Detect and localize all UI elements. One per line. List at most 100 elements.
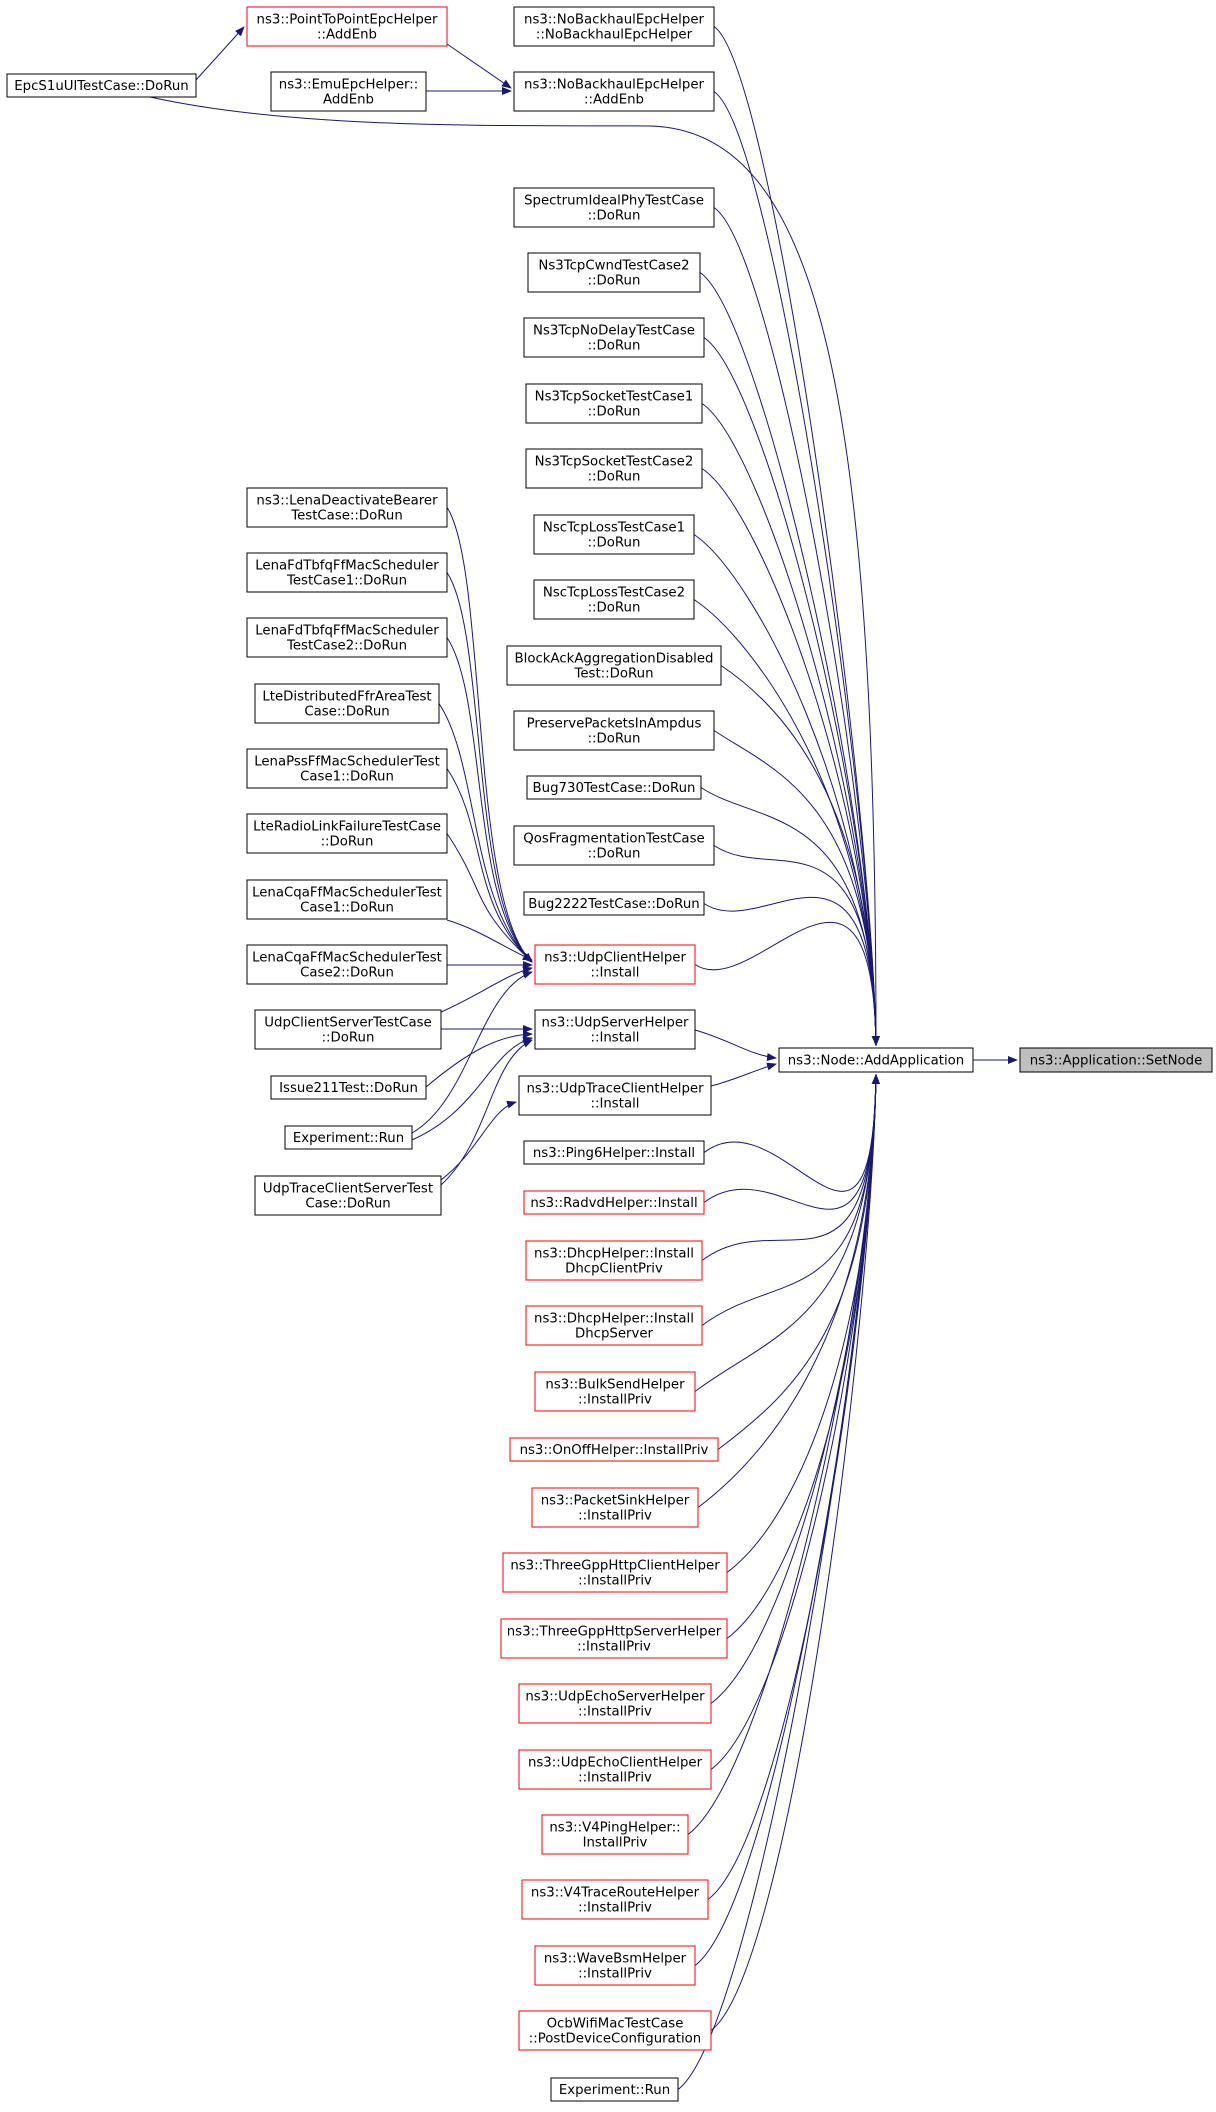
edge-udp-client-helper [694, 921, 880, 1046]
edge-lena-fdtbfq1-udpclient [446, 572, 533, 963]
node-radvd[interactable]: ns3::RadvdHelper::Install [523, 1190, 705, 1215]
edge-epc-s1u-p2p-addenb [195, 26, 245, 81]
node-label: ns3::LenaDeactivateBearer [256, 494, 438, 509]
node-wavebsm[interactable]: ns3::WaveBsmHelper::InstallPriv [534, 1945, 696, 1986]
node-http-server[interactable]: ns3::ThreeGppHttpServerHelper::InstallPr… [500, 1618, 728, 1659]
edge-preserve [713, 730, 880, 1046]
node-box [513, 825, 715, 866]
node-experiment-run1[interactable]: Experiment::Run [284, 1125, 413, 1150]
node-box [270, 1075, 427, 1100]
node-nobackhaul-ctor[interactable]: ns3::NoBackhaulEpcHelper::NoBackhaulEpcH… [513, 6, 715, 47]
node-label: ns3::PointToPointEpcHelper [257, 13, 438, 28]
node-udp-cs-test[interactable]: UdpClientServerTestCase::DoRun [254, 1009, 442, 1050]
node-spectrum-ideal[interactable]: SpectrumIdealPhyTestCase::DoRun [513, 187, 715, 228]
node-box [246, 552, 448, 593]
edge-experiment-udpclient [411, 971, 533, 1134]
node-v4traceroute[interactable]: ns3::V4TraceRouteHelper::InstallPriv [521, 1879, 709, 1920]
node-set-node[interactable]: ns3::Application::SetNode [1019, 1047, 1213, 1073]
node-label: LenaFdTbfqFfMacScheduler [255, 559, 439, 574]
node-label: ::DoRun [588, 339, 641, 354]
node-lte-rlf[interactable]: LteRadioLinkFailureTestCase::DoRun [246, 813, 448, 854]
node-box [533, 514, 695, 555]
node-tcp-nodelay[interactable]: Ns3TcpNoDelayTestCase::DoRun [523, 317, 705, 358]
edge-lena-cqa1-udpclient [446, 919, 533, 961]
node-udpecho-client[interactable]: ns3::UdpEchoClientHelper::InstallPriv [518, 1749, 712, 1790]
node-tcp-socket2[interactable]: Ns3TcpSocketTestCase2::DoRun [525, 448, 703, 489]
node-label: ns3::UdpEchoClientHelper [528, 1756, 703, 1771]
node-ping6[interactable]: ns3::Ping6Helper::Install [523, 1140, 705, 1165]
node-preserve[interactable]: PreservePacketsInAmpdus::DoRun [513, 710, 715, 751]
node-bug730[interactable]: Bug730TestCase::DoRun [526, 775, 702, 800]
node-box [246, 6, 448, 47]
node-label: ::DoRun [321, 835, 374, 850]
node-label: DhcpClientPriv [565, 1262, 663, 1277]
node-http-client[interactable]: ns3::ThreeGppHttpClientHelper::InstallPr… [502, 1552, 728, 1593]
node-label: ::DoRun [588, 209, 641, 224]
node-tcp-cwnd2[interactable]: Ns3TcpCwndTestCase2::DoRun [527, 252, 701, 293]
node-box [246, 944, 448, 985]
node-box [534, 1945, 696, 1986]
node-qosfrag[interactable]: QosFragmentationTestCase::DoRun [513, 825, 715, 866]
node-udp-client-helper[interactable]: ns3::UdpClientHelper::Install [534, 944, 696, 985]
node-ocb[interactable]: OcbWifiMacTestCase::PostDeviceConfigurat… [518, 2010, 712, 2051]
node-label: ::InstallPriv [578, 1574, 652, 1589]
edge-udpecho-server [710, 1074, 880, 1704]
node-tcp-socket1[interactable]: Ns3TcpSocketTestCase1::DoRun [525, 383, 703, 424]
node-onoff[interactable]: ns3::OnOffHelper::InstallPriv [509, 1437, 719, 1462]
edge-bug2222 [703, 896, 880, 1046]
edge-experiment-udpserver [411, 1036, 533, 1141]
edge-experiment-run2 [677, 1074, 880, 2090]
node-p2p-addenb[interactable]: ns3::PointToPointEpcHelper::AddEnb [246, 6, 448, 47]
node-label: QosFragmentationTestCase [523, 832, 704, 847]
node-v4ping[interactable]: ns3::V4PingHelper::InstallPriv [541, 1814, 689, 1855]
edge-ocb [710, 1074, 880, 2031]
node-emu-addenb[interactable]: ns3::EmuEpcHelper::AddEnb [270, 71, 427, 112]
node-label: ::Install [591, 1031, 640, 1046]
node-nsc-loss2[interactable]: NscTcpLossTestCase2::DoRun [533, 579, 695, 620]
node-add-application[interactable]: ns3::Node::AddApplication [778, 1047, 974, 1073]
node-label: AddEnb [323, 93, 374, 108]
node-label: ::DoRun [588, 536, 641, 551]
node-udpecho-server[interactable]: ns3::UdpEchoServerHelper::InstallPriv [518, 1683, 712, 1724]
edge-nobackhaul-addenb [713, 91, 880, 1046]
node-udp-trace-client-helper[interactable]: ns3::UdpTraceClientHelper::Install [518, 1075, 712, 1116]
node-nobackhaul-addenb[interactable]: ns3::NoBackhaulEpcHelper::AddEnb [513, 71, 715, 112]
edge-p2p-addenb-nobackhaul-addenb [446, 43, 512, 89]
node-bulksend[interactable]: ns3::BulkSendHelper::InstallPriv [534, 1371, 696, 1412]
edge-spectrum-ideal [713, 207, 880, 1046]
node-label: Case::DoRun [304, 705, 389, 720]
node-label: ns3::ThreeGppHttpServerHelper [507, 1625, 722, 1640]
node-label: ::DoRun [322, 1031, 375, 1046]
node-label: Issue211Test::DoRun [279, 1081, 418, 1096]
node-bug2222[interactable]: Bug2222TestCase::DoRun [523, 891, 705, 916]
node-label: Case1::DoRun [300, 770, 394, 785]
node-box [506, 645, 722, 686]
node-packetsink[interactable]: ns3::PacketSinkHelper::InstallPriv [531, 1487, 699, 1528]
node-issue211[interactable]: Issue211Test::DoRun [270, 1075, 427, 1100]
node-label: TestCase::DoRun [290, 509, 403, 524]
node-label: ::InstallPriv [578, 1967, 652, 1982]
node-box [531, 1487, 699, 1528]
node-box [502, 1552, 728, 1593]
node-box [254, 683, 440, 724]
node-label: ns3::NoBackhaulEpcHelper [524, 78, 704, 93]
node-label: ns3::UdpTraceClientHelper [526, 1082, 704, 1097]
node-nsc-loss1[interactable]: NscTcpLossTestCase1::DoRun [533, 514, 695, 555]
node-box [513, 71, 715, 112]
node-udp-server-helper[interactable]: ns3::UdpServerHelper::Install [534, 1009, 696, 1050]
node-experiment-run2[interactable]: Experiment::Run [550, 2077, 679, 2102]
node-label: ns3::BulkSendHelper [545, 1378, 685, 1393]
node-box [521, 1879, 709, 1920]
node-epc-s1u[interactable]: EpcS1uUlTestCase::DoRun [6, 73, 197, 98]
